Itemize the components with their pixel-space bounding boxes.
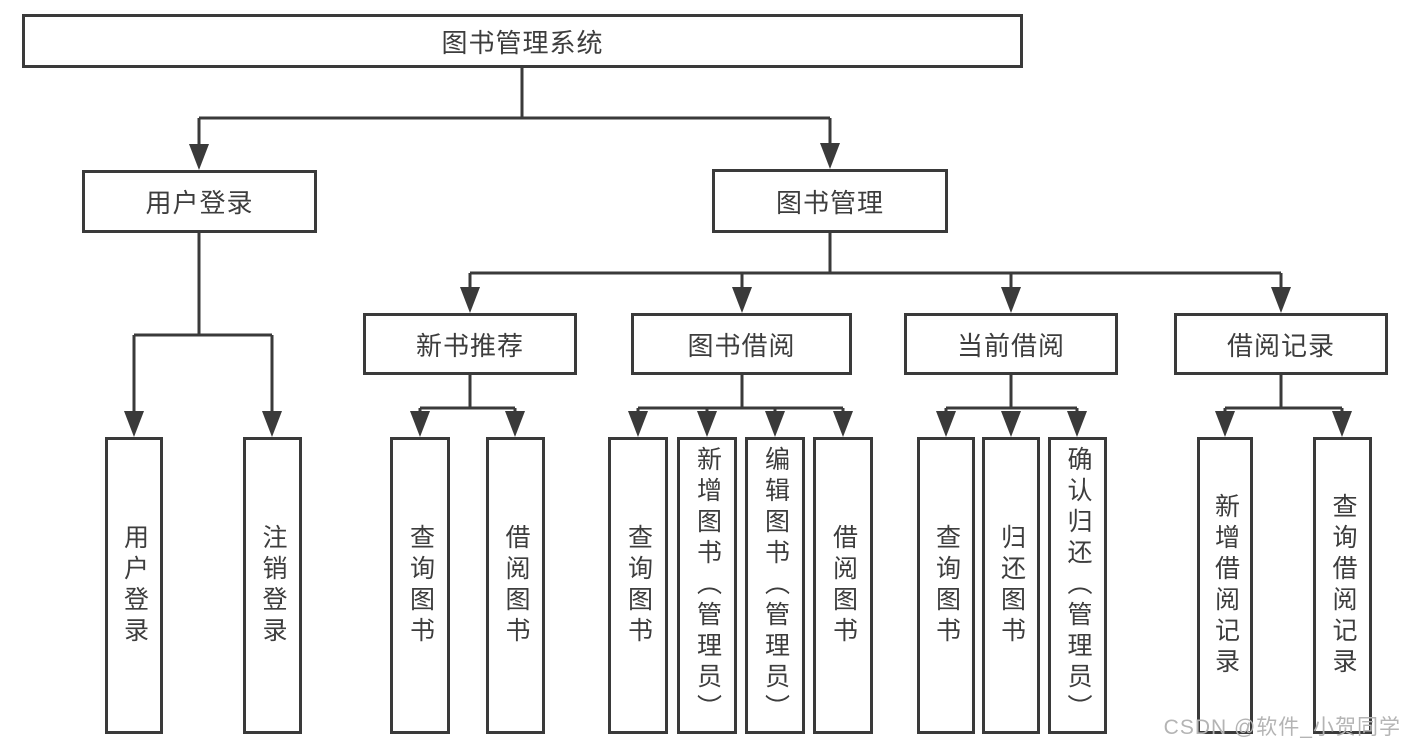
leaf-add-borrow-record: 新增借阅记录 [1197,437,1253,734]
leaf-user-login: 用户登录 [105,437,163,734]
leaf-query-books-borrow: 查询图书 [608,437,668,734]
csdn-watermark: CSDN @软件_小贺同学 [1163,716,1401,739]
leaf-confirm-return-admin: 确认归还（管理员） [1048,437,1107,734]
leaf-borrow-books-recommend: 借阅图书 [486,437,545,734]
leaf-query-borrow-record: 查询借阅记录 [1313,437,1372,734]
leaf-query-books-recommend: 查询图书 [390,437,450,734]
node-current-borrow: 当前借阅 [904,313,1118,375]
leaf-query-books-current: 查询图书 [917,437,975,734]
node-book-borrow: 图书借阅 [631,313,852,375]
node-borrow-records: 借阅记录 [1174,313,1388,375]
node-user-login: 用户登录 [82,170,317,233]
leaf-edit-books-admin: 编辑图书（管理员） [745,437,805,734]
leaf-borrow-books: 借阅图书 [813,437,873,734]
node-book-management: 图书管理 [712,169,948,233]
leaf-add-books-admin: 新增图书（管理员） [677,437,737,734]
leaf-logout: 注销登录 [243,437,302,734]
arrowheads [124,143,1352,437]
node-library-system: 图书管理系统 [22,14,1023,68]
node-new-book-recommend: 新书推荐 [363,313,577,375]
leaf-return-books: 归还图书 [982,437,1040,734]
